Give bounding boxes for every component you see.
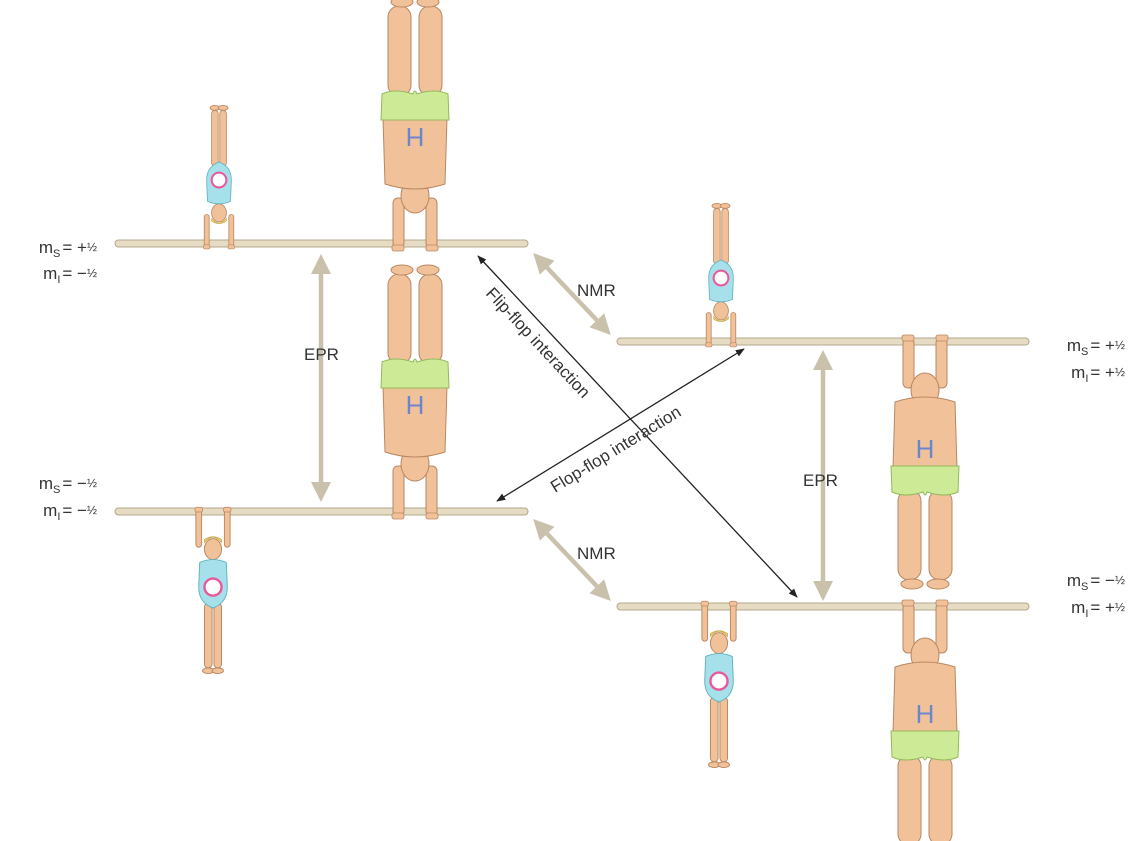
level-label-bottom-right: mS= −½ mI= +½: [1067, 571, 1125, 620]
electron-gymnast-icon: [704, 202, 738, 348]
level-label-top-left: mS= +½ mI= −½: [39, 238, 97, 286]
nmr-top-label: NMR: [577, 281, 616, 300]
svg-text:mS= −½: mS= −½: [1067, 571, 1125, 593]
level-label-bottom-left: mS= −½ mI= −½: [39, 474, 97, 523]
flop-flop-label: Flop-flop interaction: [547, 402, 684, 496]
svg-text:mI= −½: mI= −½: [43, 264, 97, 286]
svg-text:mS= +½: mS= +½: [39, 238, 97, 260]
proton-gymnast-icon: [380, 0, 450, 252]
epr-right-label: EPR: [803, 471, 838, 490]
epr-left-label: EPR: [304, 345, 339, 364]
svg-text:mS= +½: mS= +½: [1067, 336, 1125, 358]
electron-gymnast-icon: [202, 104, 236, 250]
bar-level-top-left: [114, 239, 529, 248]
bar-level-top-right: [616, 337, 1030, 346]
bar-level-bottom-left: [114, 507, 529, 516]
svg-text:mI= −½: mI= −½: [43, 501, 97, 523]
electron-gymnast-icon: [699, 600, 739, 769]
proton-gymnast-icon: [890, 334, 960, 590]
svg-text:mI= +½: mI= +½: [1071, 598, 1125, 620]
bar-level-bottom-right: [616, 602, 1030, 611]
svg-text:mI= +½: mI= +½: [1071, 363, 1125, 385]
nmr-bottom-label: NMR: [577, 544, 616, 563]
proton-gymnast-icon: [890, 599, 960, 841]
svg-text:mS= −½: mS= −½: [39, 474, 97, 496]
proton-gymnast-icon: [380, 264, 450, 520]
electron-gymnast-icon: [193, 506, 233, 675]
level-label-top-right: mS= +½ mI= +½: [1067, 336, 1125, 385]
flop-flop-arrow: [496, 348, 745, 502]
